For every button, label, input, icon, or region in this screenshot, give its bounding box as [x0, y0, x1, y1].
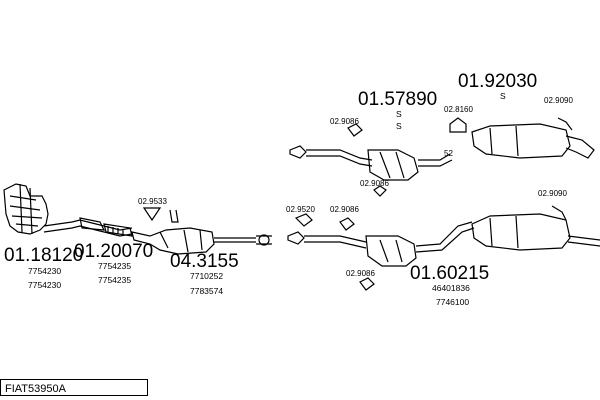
pipe-marker: 52: [444, 149, 453, 158]
diagram-code-label: FIAT53950A: [0, 379, 148, 396]
manifold-ref-1: 7754230: [28, 266, 62, 276]
bottom-mid-part-number: 01.60215: [410, 263, 490, 284]
bottom-mid-fitting-ref-2: 02.9086: [330, 205, 359, 214]
front-pipe: [43, 217, 133, 237]
top-mid-assembly: [289, 117, 467, 197]
catalyst-ref-1: 7710252: [190, 271, 224, 281]
manifold-ref-2: 7754230: [28, 280, 62, 290]
bottom-mid-ref-2: 7746100: [436, 297, 470, 307]
top-mid-fitting-ref-1: 02.9086: [330, 117, 359, 126]
catalyst-part-number: 04.3155: [170, 251, 239, 272]
top-rear-fitting-ref: 02.9090: [544, 96, 573, 105]
bottom-mid-assembly: [287, 213, 475, 291]
bottom-rear-silencer: [471, 205, 600, 251]
catalyst-ref-2: 7783574: [190, 286, 224, 296]
catalyst-fitting-ref: 02.9533: [138, 197, 167, 206]
top-rear-silencer: [471, 117, 595, 159]
bottom-mid-fitting-ref-1: 02.9520: [286, 205, 315, 214]
catalyst: [131, 207, 272, 255]
top-mid-suffix-2: S: [396, 121, 402, 131]
front-pipe-ref-1: 7754235: [98, 261, 132, 271]
top-mid-suffix-1: S: [396, 109, 402, 119]
top-mid-part-number: 01.57890: [358, 89, 438, 110]
top-rear-part-number: 01.92030: [458, 71, 538, 92]
front-pipe-part-number: 01.20070: [74, 241, 154, 262]
top-mid-fitting-ref-3: 02.8160: [444, 105, 473, 114]
manifold-part-number: 01.18120: [4, 245, 84, 266]
bottom-mid-ref-1: 46401836: [432, 283, 470, 293]
exhaust-manifold: [3, 183, 49, 235]
bottom-mid-fitting-ref-3: 02.9086: [346, 269, 375, 278]
top-rear-suffix: S: [500, 91, 506, 101]
top-mid-fitting-ref-2: 02.9086: [360, 179, 389, 188]
bottom-rear-fitting-ref: 02.9090: [538, 189, 567, 198]
front-pipe-ref-2: 7754235: [98, 275, 132, 285]
